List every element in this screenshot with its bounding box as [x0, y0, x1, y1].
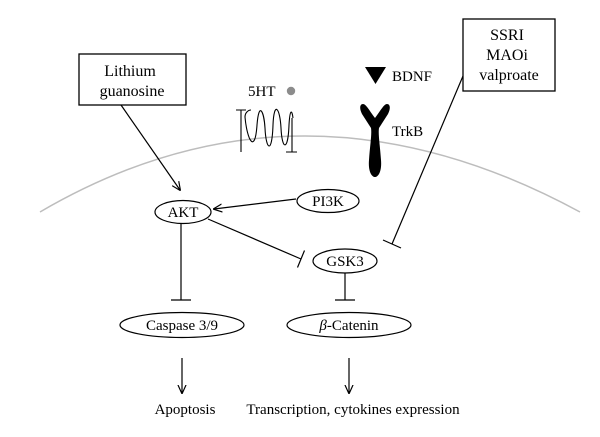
transcription-label: Transcription, cytokines expression [246, 402, 460, 418]
akt-inhibits-caspase [171, 224, 191, 301]
serpentine-receptor-icon [236, 109, 297, 153]
svg-text:β-Catenin: β-Catenin [318, 318, 379, 334]
maoi-label: MAOi [486, 47, 528, 64]
valproate-label: valproate [479, 67, 539, 84]
lithium-to-akt-arrow [120, 104, 180, 190]
svg-text:Lithium guanosine: Lithium guanosine [100, 63, 165, 100]
akt-node: AKT [154, 199, 212, 225]
serotonin-label: 5HT [248, 84, 276, 100]
akt-inhibits-gsk3 [207, 218, 306, 268]
gsk3-inhibits-catenin [335, 273, 355, 301]
guanosine-label: guanosine [100, 83, 165, 100]
cell-membrane [39, 135, 581, 213]
apoptosis-label: Apoptosis [155, 402, 216, 418]
ssri-label: SSRI [490, 27, 524, 44]
lithium-guanosine-box: Lithium guanosine [78, 53, 187, 106]
ssri-maoi-valproate-box: SSRI MAOi valproate [462, 18, 556, 92]
serotonin-dot [286, 86, 296, 96]
beta-symbol: β [318, 318, 327, 334]
gsk3-label: GSK3 [326, 254, 364, 270]
gsk3-node: GSK3 [312, 248, 378, 274]
bdnf-triangle-icon [365, 67, 386, 84]
ssri-inhibits-gsk3 [382, 75, 464, 249]
catenin-label: -Catenin [327, 318, 379, 334]
pi3k-label: PI3K [312, 194, 344, 210]
caspase-label: Caspase 3/9 [146, 318, 218, 334]
akt-label: AKT [168, 205, 199, 221]
beta-catenin-node: β-Catenin [286, 311, 412, 339]
trkb-label: TrkB [392, 124, 423, 140]
trkb-receptor-icon [360, 104, 390, 177]
caspase-node: Caspase 3/9 [119, 311, 245, 339]
pi3k-node: PI3K [296, 188, 360, 214]
bdnf-label: BDNF [392, 69, 432, 85]
svg-text:SSRI MAOi valproat: SSRI MAOi valproate [479, 27, 539, 84]
pi3k-to-akt-arrow [214, 198, 297, 209]
lithium-label: Lithium [104, 63, 156, 80]
